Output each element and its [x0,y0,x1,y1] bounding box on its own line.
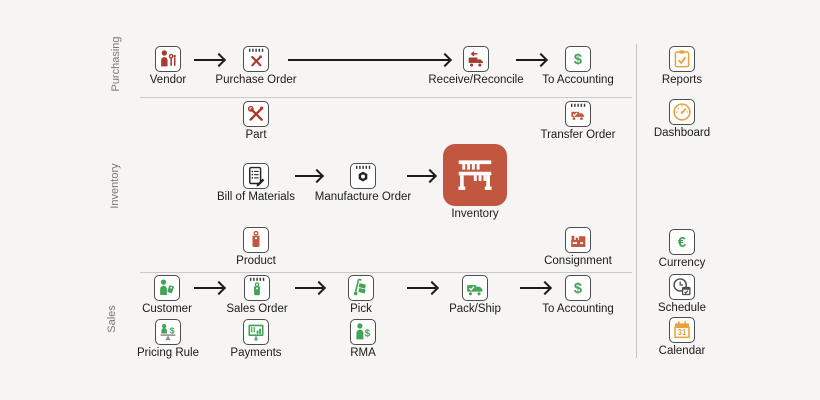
node-bill-of-materials[interactable]: Bill of Materials [196,163,316,204]
section-label-inventory: Inventory [109,163,121,209]
flow-arrow [194,287,223,289]
node-label: Pack/Ship [449,303,501,315]
clipboard-check-icon [669,46,695,72]
node-vendor[interactable]: Vendor [108,46,228,87]
node-transfer-order[interactable]: Transfer Order [518,101,638,142]
node-manufacture-order[interactable]: Manufacture Order [303,163,423,204]
node-label: To Accounting [542,303,614,315]
flow-arrow [295,287,323,289]
euro-icon [669,229,695,255]
flow-arrow [194,59,223,61]
hand-truck-icon [348,275,374,301]
node-sales-order[interactable]: Sales Order [197,275,317,316]
node-label: Payments [230,347,282,359]
node-part[interactable]: Part [196,101,316,142]
side-item-currency[interactable]: Currency [622,229,742,270]
ship-truck-icon [462,275,488,301]
person-dollar-icon [350,319,376,345]
node-label: Sales Order [226,303,288,315]
receive-truck-icon [463,46,489,72]
divider-side-panel [636,44,637,358]
node-to-accounting-sales[interactable]: To Accounting [518,275,638,316]
side-item-reports[interactable]: Reports [622,46,742,87]
node-label: Receive/Reconcile [428,74,524,86]
gauge-icon [669,99,695,125]
divider-inventory-sales [140,272,632,273]
side-item-label: Dashboard [653,127,711,139]
node-label: Pricing Rule [137,347,199,359]
node-label: Bill of Materials [217,191,295,203]
side-item-label: Schedule [658,302,706,314]
flow-arrow [520,287,549,289]
person-scale-icon [155,319,181,345]
node-rma[interactable]: RMA [303,319,423,360]
node-label: RMA [350,347,376,359]
node-payments[interactable]: Payments [196,319,316,360]
notepad-tag-icon [244,275,270,301]
side-item-label: Currency [658,257,706,269]
divider-purchasing-inventory [140,97,632,98]
node-purchase-order[interactable]: Purchase Order [196,46,316,87]
flow-arrow [295,175,321,177]
node-product[interactable]: Product [196,227,316,268]
side-item-calendar[interactable]: Calendar [622,317,742,358]
crossed-tools-icon [243,101,269,127]
node-label: Customer [142,303,192,315]
document-pencil-icon [243,163,269,189]
price-tag-icon [243,227,269,253]
flow-arrow [407,287,436,289]
notepad-gear-icon [350,163,376,189]
node-label: Consignment [544,255,612,267]
node-label: Part [245,129,267,141]
node-pick[interactable]: Pick [301,275,421,316]
clock-calendar-icon [669,274,695,300]
notepad-tools-icon [243,46,269,72]
calendar-31-icon [669,317,695,343]
shelf-icon [443,144,507,206]
flow-arrow [516,59,545,61]
vendor-person-tools-icon [155,46,181,72]
dollar-icon [565,46,591,72]
side-item-dashboard[interactable]: Dashboard [622,99,742,140]
dollar-icon [565,275,591,301]
node-label: Pick [350,303,372,315]
side-item-schedule[interactable]: Schedule [622,274,742,315]
person-tag-icon [154,275,180,301]
node-receive-reconcile[interactable]: Receive/Reconcile [416,46,536,87]
node-label: Transfer Order [540,129,616,141]
side-item-label: Calendar [658,345,706,357]
node-label: Manufacture Order [314,191,412,203]
payment-board-icon [243,319,269,345]
flow-arrow [407,175,434,177]
factory-icon [565,227,591,253]
node-pack-ship[interactable]: Pack/Ship [415,275,535,316]
node-label: To Accounting [542,74,614,86]
node-inventory[interactable]: Inventory [415,144,535,221]
node-label: Vendor [149,74,187,86]
node-to-accounting-purchasing[interactable]: To Accounting [518,46,638,87]
node-label: Purchase Order [215,74,297,86]
node-consignment[interactable]: Consignment [518,227,638,268]
node-pricing-rule[interactable]: Pricing Rule [108,319,228,360]
node-label: Inventory [451,208,499,220]
side-item-label: Reports [661,74,703,86]
node-customer[interactable]: Customer [107,275,227,316]
flow-arrow [288,59,449,61]
notepad-truck-icon [565,101,591,127]
node-label: Product [236,255,276,267]
